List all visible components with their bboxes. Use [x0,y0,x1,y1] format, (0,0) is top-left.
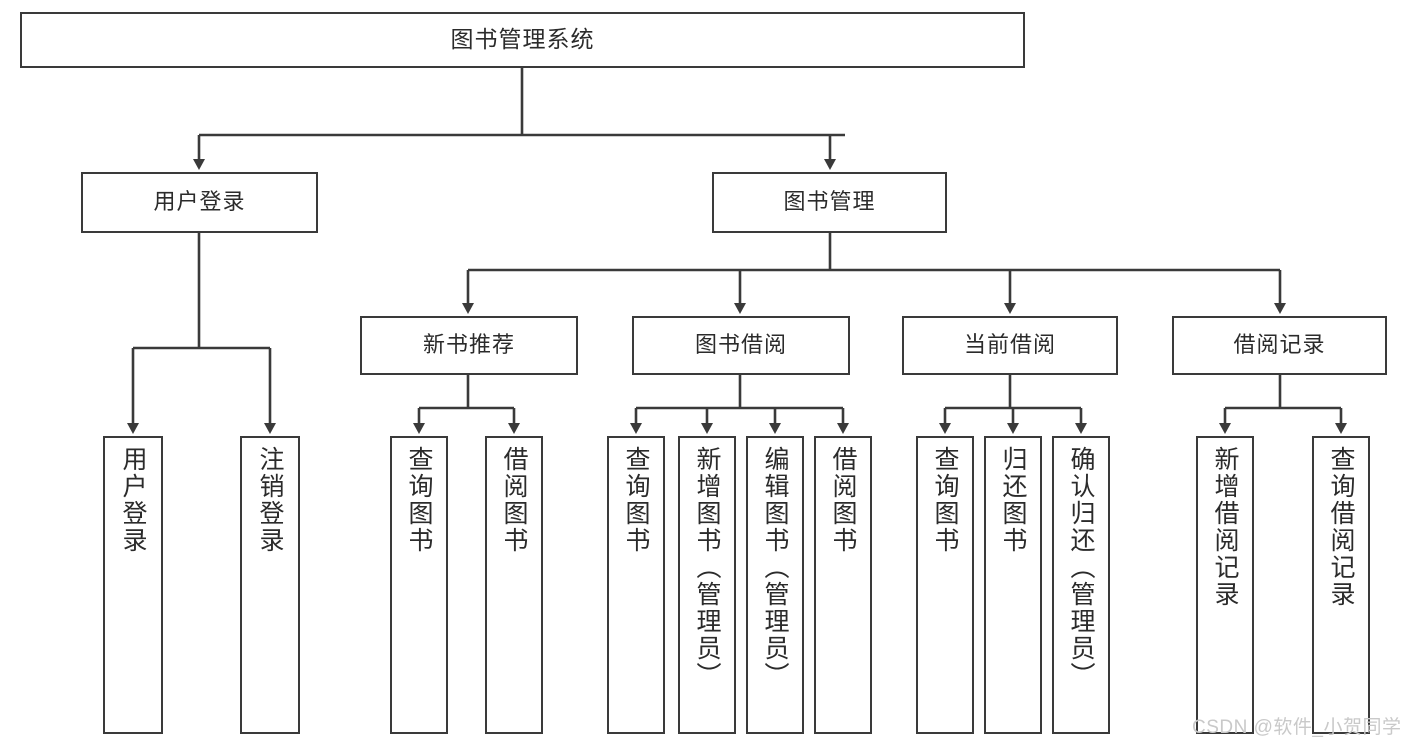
node-label: 图书管理 [783,189,876,215]
node-system-root[interactable]: 图书管理系统 [20,12,1025,68]
node-label: 借阅图书 [500,446,528,554]
node-label: 新增图书（管理员） [693,446,721,689]
node-borrow-record[interactable]: 借阅记录 [1172,316,1387,375]
node-label: 确认归还（管理员） [1067,446,1095,689]
csdn-watermark: CSDN @软件_小贺同学 [1192,717,1402,738]
node-book-borrow[interactable]: 图书借阅 [632,316,850,375]
node-leaf-query-borrow-record[interactable]: 查询借阅记录 [1312,436,1370,734]
node-label: 注销登录 [256,446,284,554]
node-leaf-add-borrow-record[interactable]: 新增借阅记录 [1196,436,1254,734]
node-label: 新书推荐 [422,332,515,358]
node-current-borrow[interactable]: 当前借阅 [902,316,1118,375]
node-leaf-return-book[interactable]: 归还图书 [984,436,1042,734]
node-leaf-confirm-return-admin[interactable]: 确认归还（管理员） [1052,436,1110,734]
node-leaf-borrow-book[interactable]: 借阅图书 [814,436,872,734]
node-leaf-user-login[interactable]: 用户登录 [103,436,163,734]
node-label: 查询借阅记录 [1327,446,1355,608]
node-book-manage[interactable]: 图书管理 [712,172,947,233]
node-new-book-recommend[interactable]: 新书推荐 [360,316,578,375]
node-label: 查询图书 [931,446,959,554]
node-leaf-query-book-current[interactable]: 查询图书 [916,436,974,734]
node-label: 图书管理系统 [450,26,595,53]
node-label: 新增借阅记录 [1211,446,1239,608]
node-leaf-add-book-admin[interactable]: 新增图书（管理员） [678,436,736,734]
node-user-login[interactable]: 用户登录 [81,172,318,233]
node-label: 归还图书 [999,446,1027,554]
node-label: 用户登录 [119,446,147,554]
node-label: 用户登录 [153,189,246,215]
node-label: 图书借阅 [694,332,787,358]
node-leaf-borrow-book-recommend[interactable]: 借阅图书 [485,436,543,734]
node-label: 当前借阅 [963,332,1056,358]
node-leaf-edit-book-admin[interactable]: 编辑图书（管理员） [746,436,804,734]
node-leaf-query-book-borrow[interactable]: 查询图书 [607,436,665,734]
node-label: 查询图书 [405,446,433,554]
node-leaf-user-logout[interactable]: 注销登录 [240,436,300,734]
node-leaf-query-book-recommend[interactable]: 查询图书 [390,436,448,734]
node-label: 查询图书 [622,446,650,554]
node-label: 编辑图书（管理员） [761,446,789,689]
node-label: 借阅图书 [829,446,857,554]
node-label: 借阅记录 [1233,332,1326,358]
